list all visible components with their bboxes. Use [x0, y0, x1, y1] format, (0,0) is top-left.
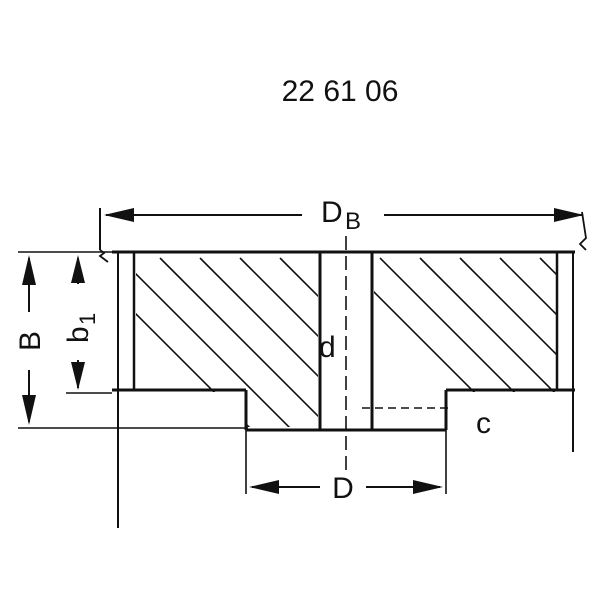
b1-label-main: b: [62, 326, 95, 343]
hub-diameter-dimension: D: [245, 430, 447, 505]
db-arrow-left: [104, 208, 134, 222]
chamfer-label: c: [476, 407, 491, 440]
outer-diameter-dimension: D B: [99, 196, 584, 250]
break-line-right: [578, 211, 587, 251]
db-label-sub: B: [345, 208, 361, 235]
d-label: D: [332, 472, 354, 505]
bore-label: d: [319, 331, 336, 364]
flange-width-dimension: b 1: [62, 255, 112, 394]
d-arrow-right: [413, 480, 443, 494]
part-number: 22 61 06: [282, 75, 399, 108]
hatch-left: [136, 257, 318, 427]
b-arrow-bottom: [22, 395, 36, 425]
b-label: B: [14, 331, 47, 351]
b1-arrow-top: [71, 255, 85, 283]
db-label-main: D: [321, 196, 343, 229]
part-section: [112, 250, 575, 528]
db-arrow-right: [554, 208, 584, 222]
b1-arrow-bottom: [71, 362, 85, 390]
b1-label-sub: 1: [75, 313, 100, 325]
d-arrow-left: [249, 480, 279, 494]
b-arrow-top: [22, 255, 36, 285]
total-width-dimension: B: [14, 251, 248, 429]
